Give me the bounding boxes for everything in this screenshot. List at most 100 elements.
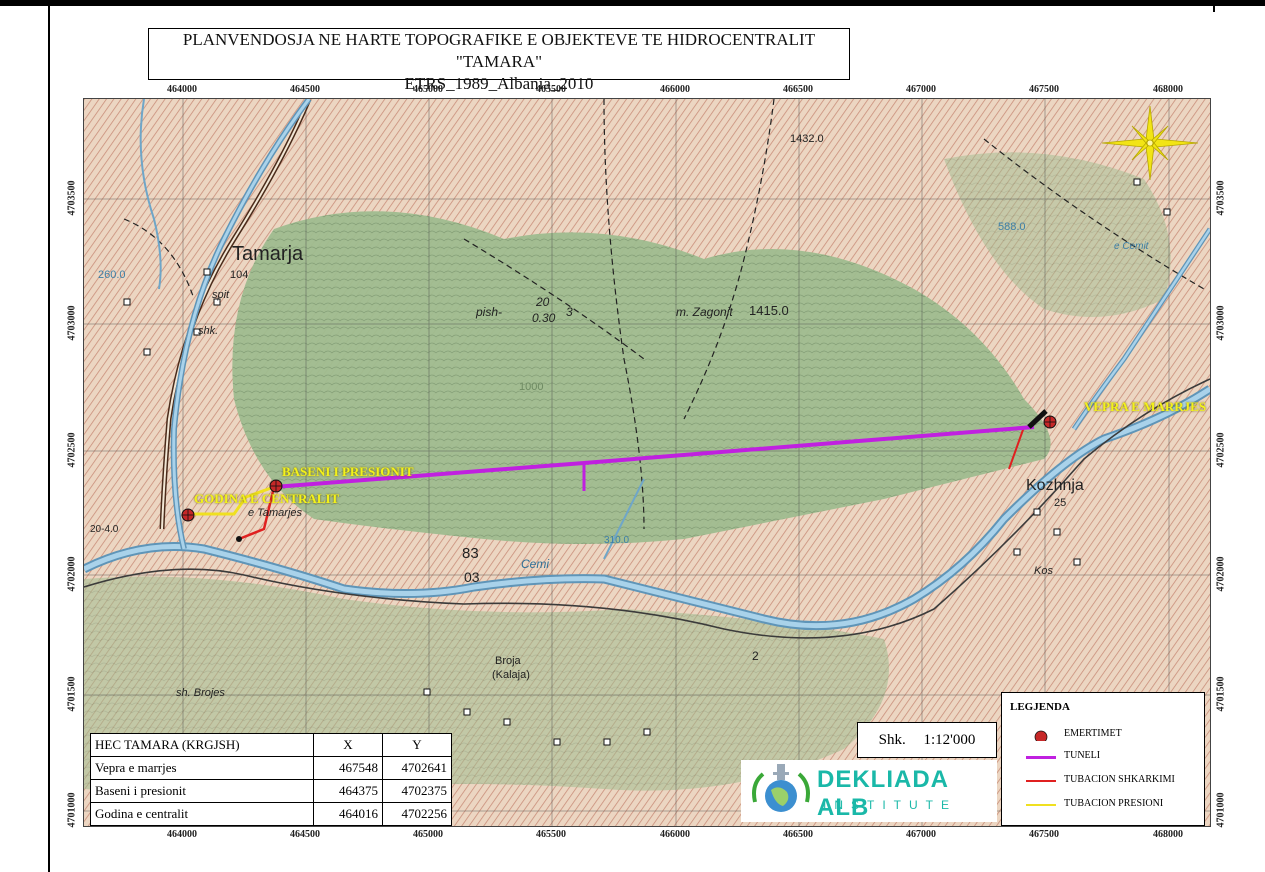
discharge-line-icon [1026, 780, 1056, 782]
place-label-brojes: sh. Brojes [176, 687, 225, 699]
village-number: 25 [1054, 497, 1067, 509]
village-number: 104 [230, 269, 249, 281]
map-title-line1: PLANVENDOSJA NE HARTE TOPOGRAFIKE E OBJE… [182, 30, 816, 71]
table-row: Baseni i presionit 464375 4702375 [90, 779, 452, 803]
table-cell: 4702375 [382, 779, 452, 803]
number-label: 83 [462, 545, 479, 562]
x-tick-label: 464000 [167, 84, 197, 95]
river-main [84, 386, 1210, 629]
y-tick-label: 4702500 [66, 432, 78, 468]
label-powerhouse: GODINA E CENTRALIT [194, 491, 340, 506]
legend-label: TUBACION SHKARKIMI [1064, 774, 1175, 785]
x-tick-label: 466000 [660, 829, 690, 840]
table-cell: Godina e centralit [90, 802, 314, 826]
shk-label: shk. [198, 325, 219, 337]
y-tick-label: 4702000 [66, 556, 78, 592]
table-header: Y [382, 733, 452, 757]
table-cell: Baseni i presionit [90, 779, 314, 803]
elevation-label: 588.0 [998, 221, 1026, 233]
x-tick-label: 464000 [167, 829, 197, 840]
y-tick-label: 4703000 [1215, 305, 1227, 341]
table-cell: 4702641 [382, 756, 452, 780]
legend-label: TUBACION PRESIONI [1064, 798, 1164, 809]
y-tick-label: 4701500 [66, 676, 78, 712]
marker-basin [269, 479, 283, 493]
legend-label: TUNELI [1064, 750, 1101, 761]
elevation-label: 1432.0 [790, 133, 824, 145]
coordinates-table: HEC TAMARA (KRGJSH) X Y Vepra e marrjes … [90, 733, 452, 826]
x-tick-label: 466000 [660, 84, 690, 95]
elevation-label: 20-4.0 [90, 524, 119, 535]
number-label: 03 [464, 569, 480, 585]
trails [123, 99, 1205, 530]
contour-label: 1000 [519, 381, 544, 393]
forest-fraction-bottom: 0.30 [532, 311, 556, 325]
frame-top [0, 0, 1265, 6]
globe-icon [752, 764, 810, 812]
y-tick-label: 4701500 [1215, 676, 1227, 712]
frame-right-tick [1213, 0, 1215, 12]
x-tick-label: 465500 [536, 84, 566, 95]
spit-label: spit [212, 289, 230, 301]
x-tick-label: 467500 [1029, 84, 1059, 95]
y-tick-label: 4702500 [1215, 432, 1227, 468]
river-label: e Cemit [1114, 241, 1149, 252]
table-row: Vepra e marrjes 467548 4702641 [90, 756, 452, 780]
buildings [123, 178, 1171, 746]
map-title-line2: ETRS_1989_Albania_2010 [404, 74, 594, 93]
y-tick-label: 4702000 [1215, 556, 1227, 592]
label-basin: BASENI I PRESIONIT [282, 464, 414, 479]
forest-fraction-top: 20 [536, 295, 550, 309]
frame-left [48, 0, 50, 872]
grid-labels-top: 464000 464500 465000 465500 466000 46650… [83, 84, 1209, 98]
discharge-pipe [238, 486, 276, 541]
grid-lines [84, 99, 1210, 826]
river-label: Cemi [521, 557, 550, 571]
x-tick-label: 466500 [783, 829, 813, 840]
legend-item: TUBACION SHKARKIMI [1002, 773, 1204, 789]
place-label-tamarjes: e Tamarjes [248, 507, 303, 519]
table-header: X [313, 733, 383, 757]
forest-area [944, 152, 1171, 317]
table-header: HEC TAMARA (KRGJSH) [90, 733, 314, 757]
institute-logo: DEKLIADA ALB INSTITUTE [741, 760, 997, 822]
y-tick-label: 4701000 [1215, 792, 1227, 828]
forest-fraction-number: 3 [566, 305, 573, 319]
stream [139, 99, 162, 290]
legend-label: EMERTIMET [1064, 728, 1122, 739]
river-tributary [1072, 228, 1210, 430]
x-tick-label: 465500 [536, 829, 566, 840]
forest-area [232, 211, 1051, 544]
outlet-point [236, 536, 242, 542]
peak-label: m. Zagonit [676, 305, 733, 319]
table-row: Godina e centralit 464016 4702256 [90, 802, 452, 826]
place-label-kalaja: (Kalaja) [492, 669, 530, 681]
compass-rose-icon [1101, 105, 1199, 181]
map-title: PLANVENDOSJA NE HARTE TOPOGRAFIKE E OBJE… [148, 28, 850, 93]
x-tick-label: 466500 [783, 84, 813, 95]
river-tributary [172, 99, 311, 550]
village-label-tamarja: Tamarja [232, 243, 304, 265]
scale-box: Shk. 1:12'000 [857, 722, 997, 758]
logo-name: DEKLIADA ALB [817, 766, 949, 821]
road-river [84, 378, 1210, 639]
number-label: 2 [752, 649, 759, 663]
x-tick-label: 465000 [413, 829, 443, 840]
x-tick-label: 464500 [290, 829, 320, 840]
table-cell: 4702256 [382, 802, 452, 826]
stream [603, 478, 645, 560]
legend-item: TUNELI [1002, 749, 1204, 765]
kos-label: Kos [1034, 565, 1053, 577]
table-cell: 464016 [313, 802, 383, 826]
village-label-kozhnja: Kozhnja [1026, 477, 1084, 494]
legend-item: TUBACION PRESIONI [1002, 797, 1204, 813]
x-tick-label: 468000 [1153, 829, 1183, 840]
scale-value: 1:12'000 [923, 732, 976, 748]
tunnel-line-icon [1026, 756, 1056, 759]
peak-elevation: 1415.0 [749, 303, 789, 318]
logo-subtitle: INSTITUTE [823, 798, 957, 812]
marker-icon [1034, 730, 1048, 741]
marker-intake [1043, 415, 1057, 429]
pressure-line-icon [1026, 804, 1056, 806]
map-legend: LEGJENDA EMERTIMET TUNELI TUBACION SHKAR… [1001, 692, 1205, 826]
